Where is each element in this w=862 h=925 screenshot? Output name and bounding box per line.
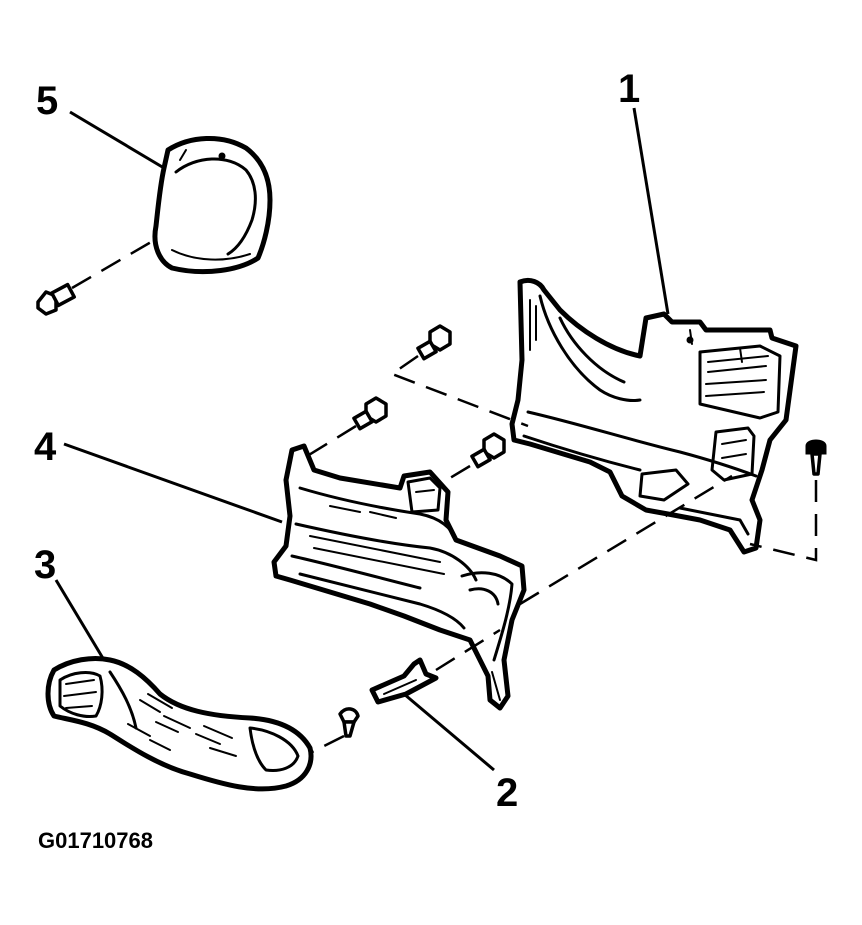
leader-line-3 <box>54 579 106 661</box>
part-3-air-duct <box>45 655 314 792</box>
bolt-part-5 <box>36 282 76 316</box>
part-2-clip <box>369 657 439 705</box>
callout-number-4: 4 <box>34 425 57 469</box>
push-pin-right <box>805 439 827 476</box>
alignment-line-upper <box>389 354 529 428</box>
part-1-trim-panel <box>509 277 799 555</box>
leader-line-1 <box>632 107 670 315</box>
bolt-upper-panel <box>416 324 452 361</box>
figure-id-label: G01710768 <box>38 828 153 853</box>
alignment-line-duct <box>311 734 345 754</box>
callout-number-1: 1 <box>618 67 640 111</box>
bolt-left-bracket <box>352 396 388 431</box>
alignment-line-clip <box>435 628 501 672</box>
leader-line-2 <box>403 692 495 772</box>
alignment-line-right <box>749 480 818 562</box>
leader-line-4 <box>63 442 283 524</box>
callout-number-2: 2 <box>496 771 518 815</box>
alignment-line-center <box>439 464 471 486</box>
alignment-line-part-5 <box>71 236 159 290</box>
callout-number-5: 5 <box>36 79 58 123</box>
alignment-line-left <box>303 424 357 460</box>
push-pin-duct <box>338 707 360 738</box>
part-5-cover <box>152 136 273 275</box>
callout-number-3: 3 <box>34 543 56 587</box>
part-4-bracket <box>271 443 527 711</box>
alignment-line-connector <box>519 474 733 606</box>
leader-line-5 <box>69 110 165 170</box>
bolt-center-bracket <box>470 432 506 469</box>
